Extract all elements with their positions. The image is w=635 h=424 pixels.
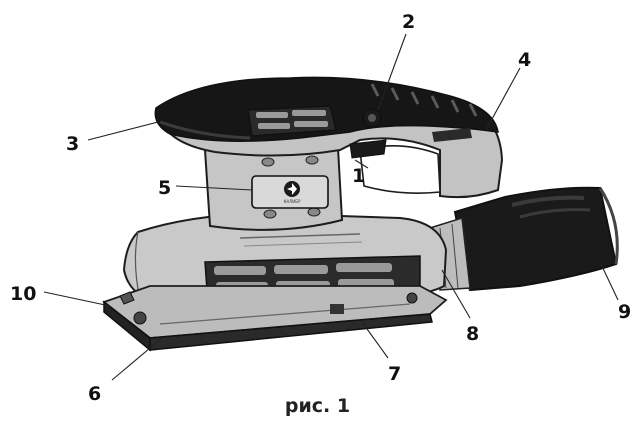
figure-caption: рис. 1 [284, 395, 351, 417]
callout-lines [43, 33, 619, 381]
dust-bag [429, 186, 619, 292]
callout-7: 7 [388, 363, 401, 385]
callout-9: 9 [618, 301, 631, 323]
callout-1: 1 [352, 165, 365, 187]
handle-housing [154, 76, 504, 199]
callout-4: 4 [518, 49, 531, 71]
callout-8: 8 [466, 323, 479, 345]
callout-2: 2 [402, 11, 415, 33]
base-housing [122, 212, 448, 308]
callout-5: 5 [158, 177, 171, 199]
brand-logo-text: КАЛИБР [284, 199, 301, 204]
callout-10: 10 [10, 283, 36, 305]
motor-housing: КАЛИБР [203, 144, 344, 231]
callout-3: 3 [66, 133, 79, 155]
power-switch-trigger [349, 139, 387, 159]
base-plate [102, 285, 448, 352]
callout-6: 6 [88, 383, 101, 405]
callout-labels: 1 2 3 4 5 6 7 8 9 10 [10, 11, 631, 405]
